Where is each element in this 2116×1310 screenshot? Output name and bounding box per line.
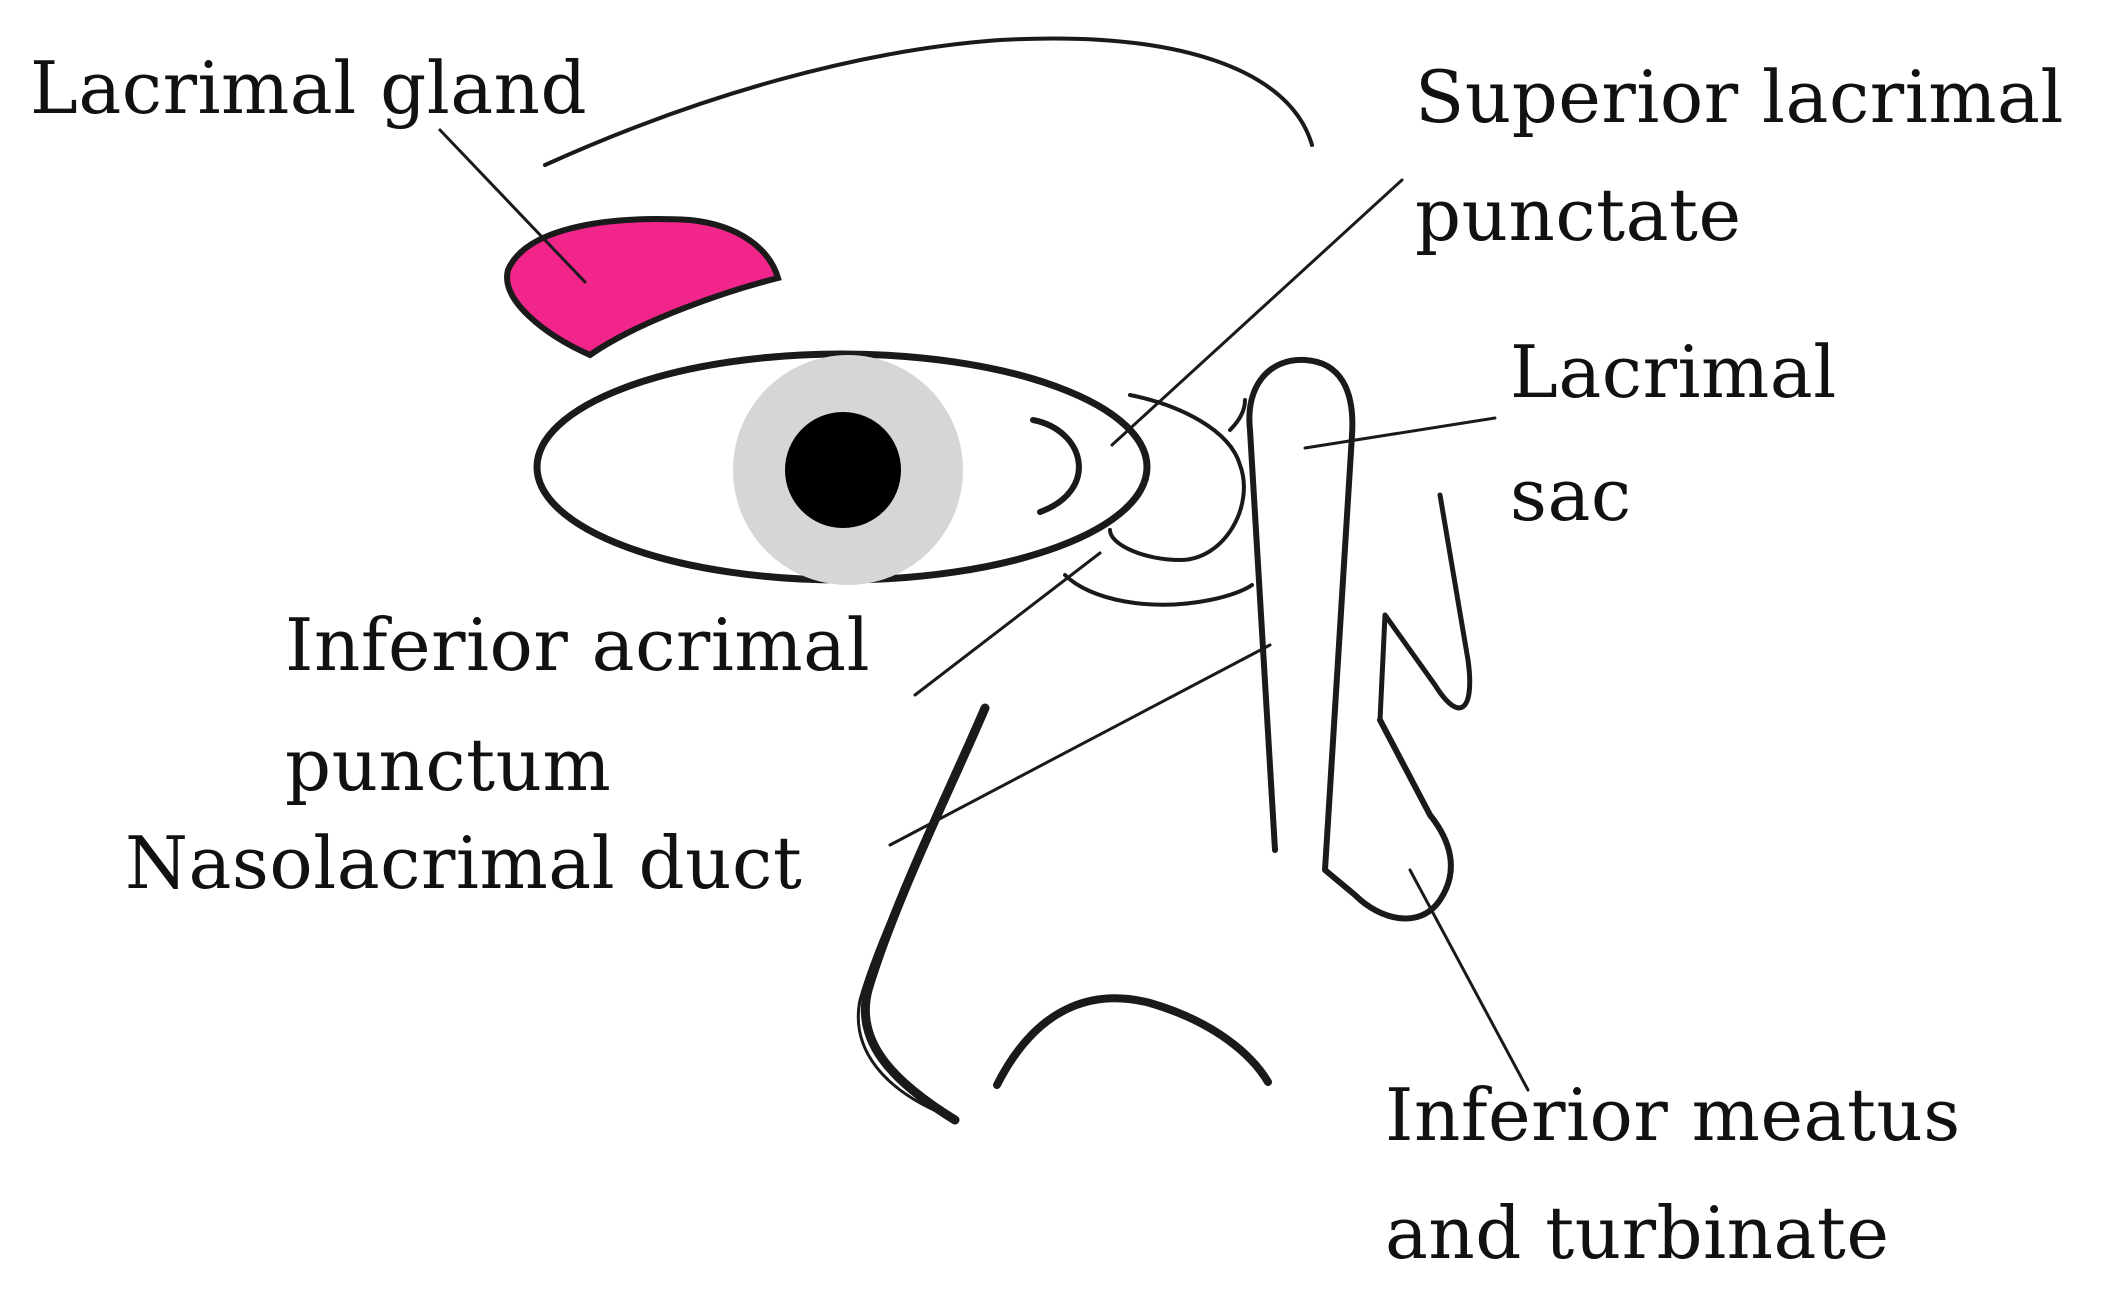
label-inferior-meatus-line2: and turbinate [1385, 1191, 1889, 1275]
nose-bridge-thin [856, 733, 977, 1117]
leader-nasolacrimal-duct [888, 643, 1272, 847]
pupil [785, 412, 901, 528]
lacrimal-gland-shape [504, 216, 782, 359]
label-lacrimal-sac-line2: sac [1510, 453, 1632, 537]
label-superior-punctate-line2: punctate [1415, 173, 1742, 257]
label-lacrimal-sac-line1: Lacrimal [1510, 330, 1837, 414]
label-superior-punctate-line1: Superior lacrimal [1415, 55, 2064, 139]
label-inferior-meatus-line1: Inferior meatus [1385, 1073, 1961, 1157]
leader-lacrimal-gland [438, 128, 587, 284]
label-inferior-punctum-line2: punctum [285, 723, 611, 807]
superior-canaliculus [1108, 393, 1246, 562]
inferior-canaliculus [1063, 573, 1254, 607]
label-lacrimal-gland: Lacrimal gland [30, 46, 587, 130]
meatus-turbinate-shape [1377, 492, 1473, 723]
label-nasolacrimal-duct: Nasolacrimal duct [125, 821, 802, 905]
caruncle [1030, 417, 1082, 515]
leader-lacrimal-sac [1303, 416, 1497, 450]
upper-lid-fold [1228, 398, 1247, 432]
lacrimal-sac-shape [1246, 356, 1454, 922]
leader-inferior-meatus [1408, 868, 1530, 1092]
label-inferior-punctum-line1: Inferior acrimal [285, 603, 870, 687]
nostril [993, 994, 1272, 1089]
nose-bridge [860, 703, 990, 1125]
leader-superior-punctate [1110, 178, 1404, 447]
leader-inferior-punctum [913, 551, 1102, 697]
brow-outline [543, 36, 1314, 167]
